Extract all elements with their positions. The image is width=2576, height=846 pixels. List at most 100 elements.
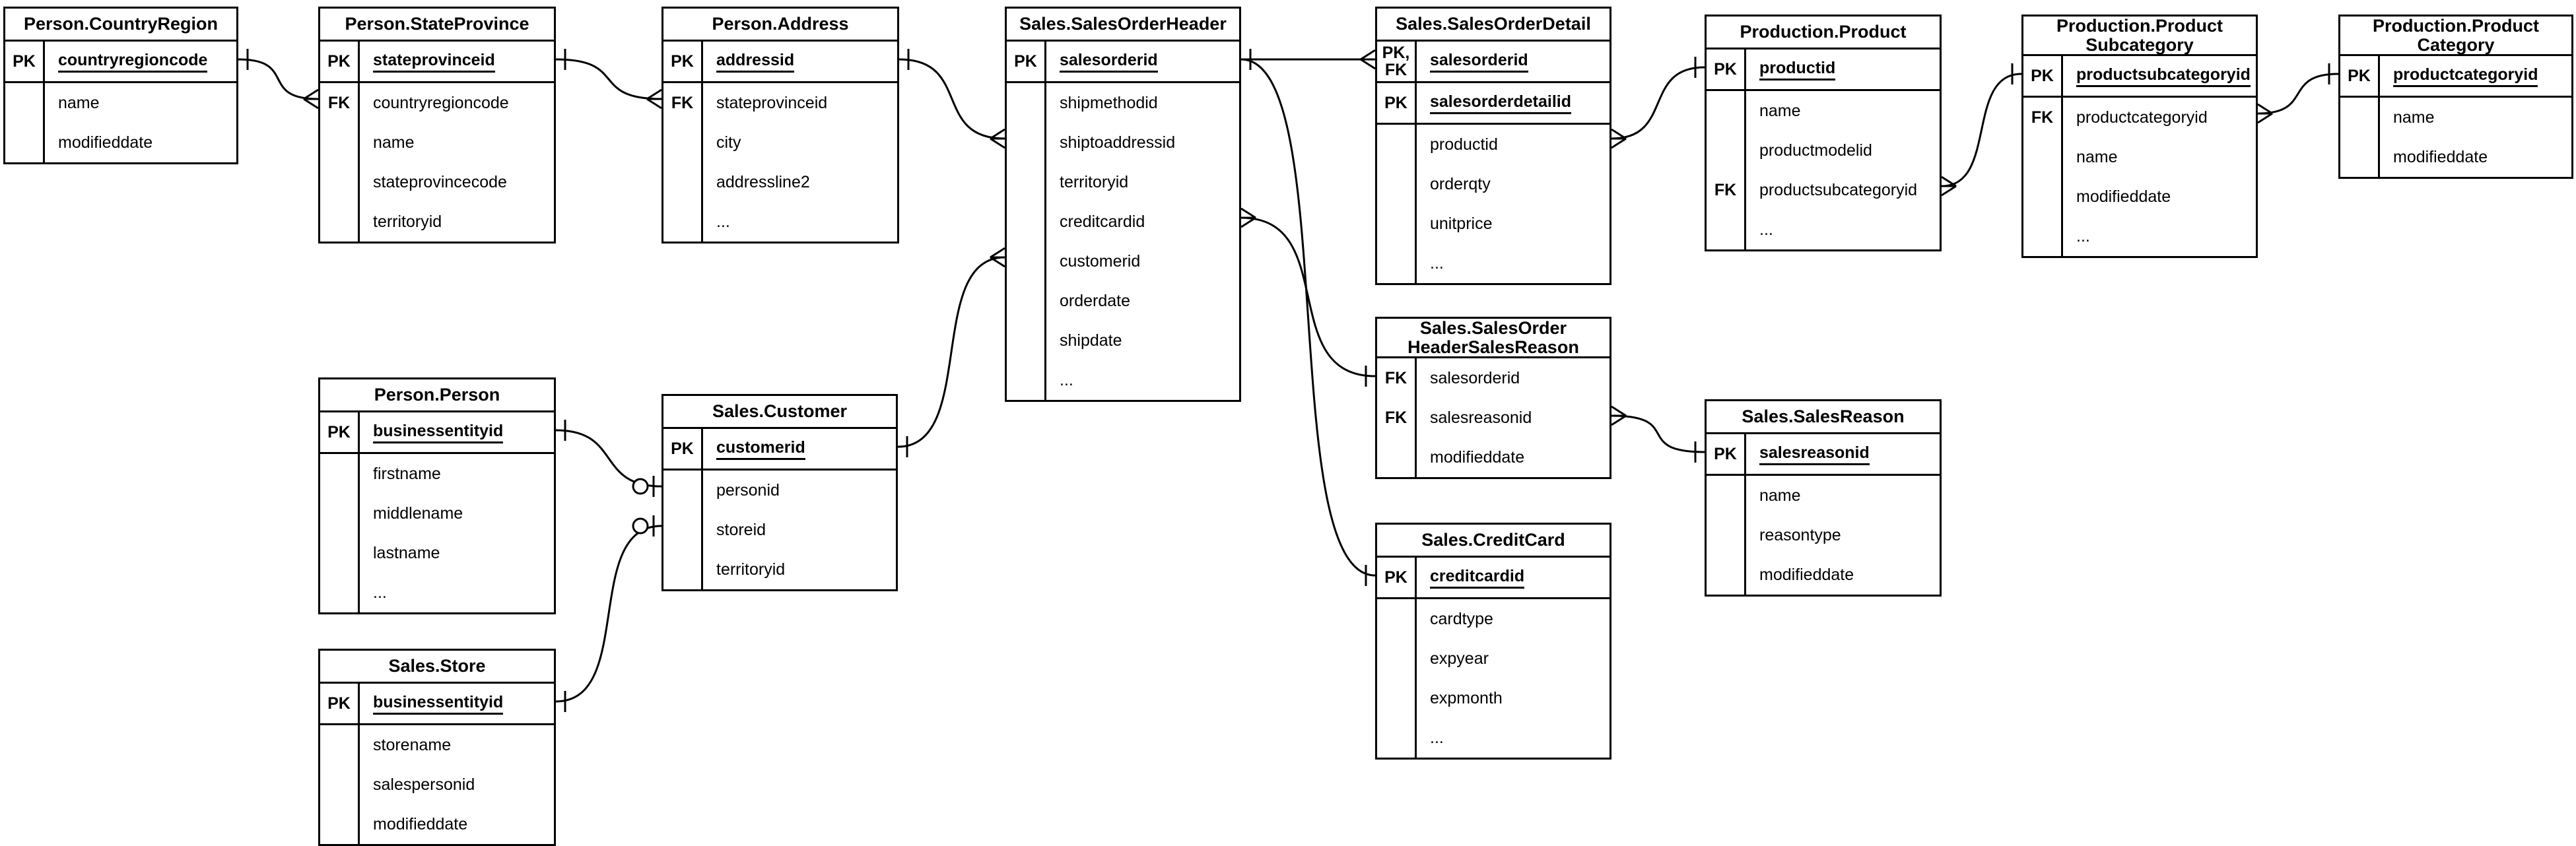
- field-name: storeid: [716, 520, 766, 539]
- entity-title: Sales.Customer: [663, 396, 896, 429]
- key-badge: [2023, 137, 2063, 177]
- field-name: creditcardid: [1417, 558, 1610, 597]
- key-badge: FK: [1377, 398, 1417, 438]
- field-row: FK salesorderid: [1377, 358, 1610, 398]
- field-name: ...: [1060, 370, 1073, 389]
- crow-foot-icon: [1611, 405, 1627, 417]
- field-name: stateprovinceid: [716, 93, 828, 112]
- field-name: lastname: [373, 543, 440, 562]
- field-name: modifieddate: [1430, 447, 1525, 467]
- key-badge: [1377, 599, 1417, 639]
- key-badge: [5, 123, 45, 162]
- field-row: firstname: [320, 454, 554, 494]
- key-badge: [1007, 281, 1046, 321]
- field-name: salesorderid: [1430, 368, 1520, 387]
- field-row: modifieddate: [2023, 177, 2256, 216]
- key-badge: [1707, 476, 1746, 515]
- field-name: businessentityid: [360, 684, 554, 723]
- field-name: modifieddate: [2076, 187, 2171, 206]
- entity-title: Sales.Store: [320, 651, 554, 684]
- key-badge: [1707, 515, 1746, 555]
- field-row: expyear: [1377, 639, 1610, 678]
- field-name: productid: [1430, 135, 1498, 154]
- field-name: countryregioncode: [45, 42, 236, 81]
- field-row: modifieddate: [1377, 438, 1610, 477]
- key-badge: [5, 83, 45, 123]
- key-badge: [1377, 639, 1417, 678]
- key-badge: FK: [663, 83, 703, 123]
- key-badge: [663, 123, 703, 162]
- crow-foot-icon: [303, 88, 319, 100]
- key-badge: [663, 471, 703, 510]
- field-row: middlename: [320, 494, 554, 533]
- field-row: FK stateprovinceid: [663, 83, 897, 123]
- key-badge: [1377, 164, 1417, 204]
- crow-foot-icon: [1240, 216, 1256, 228]
- crow-foot-icon: [990, 128, 1005, 140]
- field-name: modifieddate: [58, 133, 153, 152]
- key-badge: PK: [1707, 434, 1746, 474]
- field-row: productid: [1377, 125, 1610, 164]
- relationship-wire: [555, 58, 662, 100]
- entity-title: Sales.SalesOrderHeader: [1007, 9, 1239, 42]
- relationship-wire: [1611, 414, 1705, 453]
- entity-title: Sales.SalesOrderDetail: [1377, 9, 1610, 42]
- key-badge: FK: [1377, 358, 1417, 398]
- key-badge: [2340, 98, 2380, 137]
- field-row: ...: [2023, 216, 2256, 256]
- field-name: countryregioncode: [373, 93, 509, 112]
- field-name: name: [2076, 147, 2118, 166]
- field-name: ...: [1430, 728, 1444, 747]
- field-row: productmodelid: [1707, 131, 1940, 170]
- key-badge: [1377, 678, 1417, 718]
- field-row: ...: [1377, 244, 1610, 283]
- field-row: salespersonid: [320, 765, 554, 804]
- field-name: productcategoryid: [2380, 56, 2571, 96]
- crow-foot-icon: [1240, 207, 1256, 219]
- crow-foot-icon: [1611, 137, 1627, 149]
- relationship-wire: [555, 525, 662, 703]
- key-badge: [1007, 202, 1046, 242]
- field-name: orderqty: [1430, 174, 1491, 193]
- field-name: modifieddate: [373, 814, 468, 833]
- entity-title: Person.StateProvince: [320, 9, 554, 42]
- entity-title: Sales.SalesReason: [1707, 401, 1940, 434]
- field-name: ...: [1759, 220, 1773, 239]
- field-row: name: [1707, 476, 1940, 515]
- crow-foot-icon: [1611, 414, 1627, 426]
- field-name: unitprice: [1430, 214, 1493, 233]
- crow-foot-icon: [2257, 103, 2273, 115]
- key-badge: [320, 123, 360, 162]
- field-name: expmonth: [1430, 688, 1503, 707]
- field-row: territoryid: [320, 202, 554, 242]
- field-row: name: [320, 123, 554, 162]
- field-row: modifieddate: [1707, 555, 1940, 595]
- field-name: salesorderdetailid: [1417, 83, 1610, 123]
- field-name: ...: [716, 212, 730, 231]
- field-name: stateprovinceid: [360, 42, 554, 81]
